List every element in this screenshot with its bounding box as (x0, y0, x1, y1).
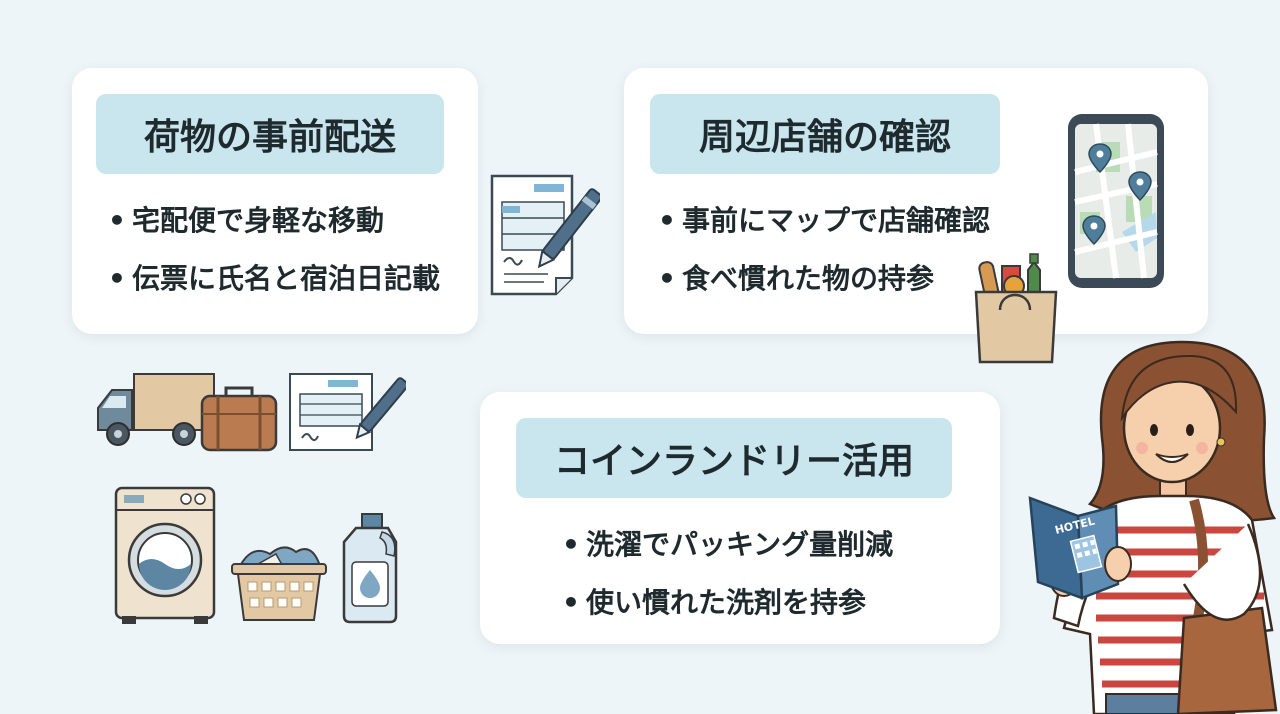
truck-icon (97, 373, 215, 446)
delivery-bullets: 宅配便で身軽な移動 伝票に氏名と宿泊日記載 (108, 192, 440, 308)
laundry-bullet-1: 洗濯でパッキング量削減 (562, 516, 893, 574)
form-pen-icon (289, 373, 406, 451)
delivery-bullet-1: 宅配便で身軽な移動 (108, 192, 440, 250)
laundry-bullet-2: 使い慣れた洗剤を持参 (562, 574, 893, 632)
grocery-bag-icon (974, 253, 1058, 364)
delivery-slip-icon (490, 174, 600, 296)
laundry-title: コインランドリー活用 (516, 418, 952, 498)
delivery-title: 荷物の事前配送 (96, 94, 444, 174)
laundry-bullets: 洗濯でパッキング量削減 使い慣れた洗剤を持参 (562, 516, 893, 632)
stores-bullet-2: 食べ慣れた物の持参 (658, 250, 990, 308)
suitcase-icon (200, 386, 278, 452)
stores-bullets: 事前にマップで店舗確認 食べ慣れた物の持参 (658, 192, 990, 308)
washing-machine-icon (114, 486, 216, 624)
smartphone-map-icon (1068, 114, 1164, 288)
delivery-bullet-2: 伝票に氏名と宿泊日記載 (108, 250, 440, 308)
delivery-card: 荷物の事前配送 宅配便で身軽な移動 伝票に氏名と宿泊日記載 (72, 68, 478, 334)
stores-bullet-1: 事前にマップで店舗確認 (658, 192, 990, 250)
traveler-woman-illustration: HOTEL (1028, 340, 1278, 714)
stores-title: 周辺店舗の確認 (650, 94, 1000, 174)
laundry-basket-icon (231, 546, 327, 621)
detergent-bottle-icon (342, 513, 398, 624)
laundry-card: コインランドリー活用 洗濯でパッキング量削減 使い慣れた洗剤を持参 (480, 392, 1000, 644)
